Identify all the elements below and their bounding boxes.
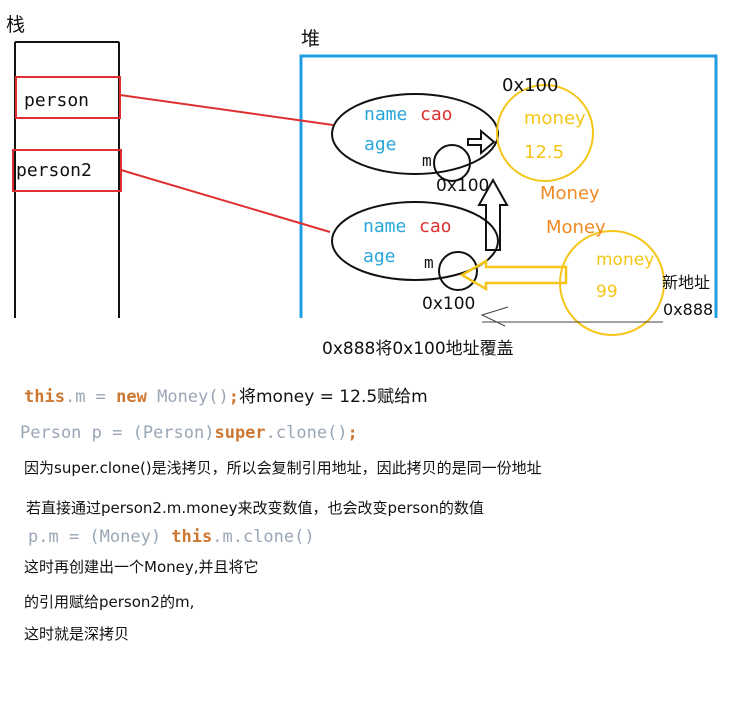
field-age-key: age bbox=[363, 246, 396, 267]
new-address-label: 新地址 bbox=[662, 273, 711, 292]
field-name-key: name bbox=[363, 216, 407, 237]
code-this-keyword: this bbox=[24, 387, 65, 407]
person2-object-ellipse bbox=[331, 201, 499, 281]
override-note: 0x888将0x100地址覆盖 bbox=[322, 339, 514, 359]
explanation-new-money: 这时再创建出一个Money,并且将它 bbox=[24, 558, 259, 576]
money-address-label: 0x888 bbox=[663, 300, 714, 319]
address-label: 0x100 bbox=[422, 294, 476, 314]
override-arrow-head bbox=[480, 306, 509, 327]
code-line-super-clone: Person p = (Person)super.clone(); bbox=[20, 423, 358, 443]
code-text: .m = bbox=[64, 387, 117, 407]
person2-m-field-circle bbox=[438, 251, 478, 291]
explanation-assign-reference: 的引用赋给person2的m, bbox=[24, 593, 195, 611]
money-field-label: money bbox=[524, 108, 586, 129]
shared-reference-up-arrow bbox=[477, 177, 509, 251]
field-age-key: age bbox=[364, 134, 397, 155]
code-line-money-clone: p.m = (Money) this.m.clone() bbox=[28, 527, 315, 547]
explanation-deep-copy: 这时就是深拷贝 bbox=[24, 625, 130, 643]
code-note: 将money = 12.5赋给m bbox=[239, 387, 428, 407]
code-this-keyword: this bbox=[171, 527, 213, 547]
code-semicolon: ; bbox=[228, 387, 239, 407]
ref-line-person2 bbox=[120, 169, 331, 233]
field-m-label: m bbox=[422, 151, 432, 170]
money-field-label: money bbox=[596, 250, 655, 270]
person-m-field-circle bbox=[433, 144, 471, 182]
explanation-shared-change: 若直接通过person2.m.money来改变数值，也会改变person的数值 bbox=[26, 499, 484, 517]
code-text: .clone() bbox=[265, 423, 348, 443]
explanation-shallow-copy: 因为super.clone()是浅拷贝，所以会复制引用地址，因此拷贝的是同一份地… bbox=[24, 459, 542, 477]
stack-slot-label: person bbox=[24, 90, 90, 111]
field-m-label: m bbox=[424, 253, 434, 272]
person-object-ellipse bbox=[331, 93, 499, 175]
code-text: Person p = (Person) bbox=[20, 423, 215, 443]
address-label: 0x100 bbox=[436, 176, 490, 196]
money-address-label: 0x100 bbox=[502, 75, 559, 96]
money-class-label: Money bbox=[546, 217, 606, 238]
code-new-keyword: new bbox=[116, 387, 147, 407]
stack-title: 栈 bbox=[6, 14, 26, 36]
field-name-value: cao bbox=[419, 216, 452, 237]
field-name-key: name bbox=[364, 104, 408, 125]
field-name-value: cao bbox=[420, 104, 453, 125]
heap-title: 堆 bbox=[301, 28, 321, 50]
stack-slot-label: person2 bbox=[16, 160, 92, 181]
code-text: p.m = (Money) bbox=[28, 527, 172, 547]
code-semicolon: ; bbox=[347, 423, 358, 443]
money-object-0x100 bbox=[496, 84, 594, 182]
code-super-keyword: super bbox=[214, 423, 266, 443]
code-text: Money() bbox=[146, 387, 229, 407]
money-value: 99 bbox=[596, 282, 618, 302]
ref-line-person bbox=[119, 94, 334, 126]
money-class-label: Money bbox=[540, 183, 600, 204]
money-value: 12.5 bbox=[524, 142, 565, 163]
stack-slot-person bbox=[15, 76, 121, 119]
code-text: .m.clone() bbox=[212, 527, 315, 547]
m-to-money-arrow bbox=[467, 128, 496, 156]
code-line-new-money: this.m = new Money();将money = 12.5赋给m bbox=[24, 382, 428, 407]
new-money-reference-arrow bbox=[459, 258, 568, 292]
heap-boundary bbox=[299, 54, 718, 318]
